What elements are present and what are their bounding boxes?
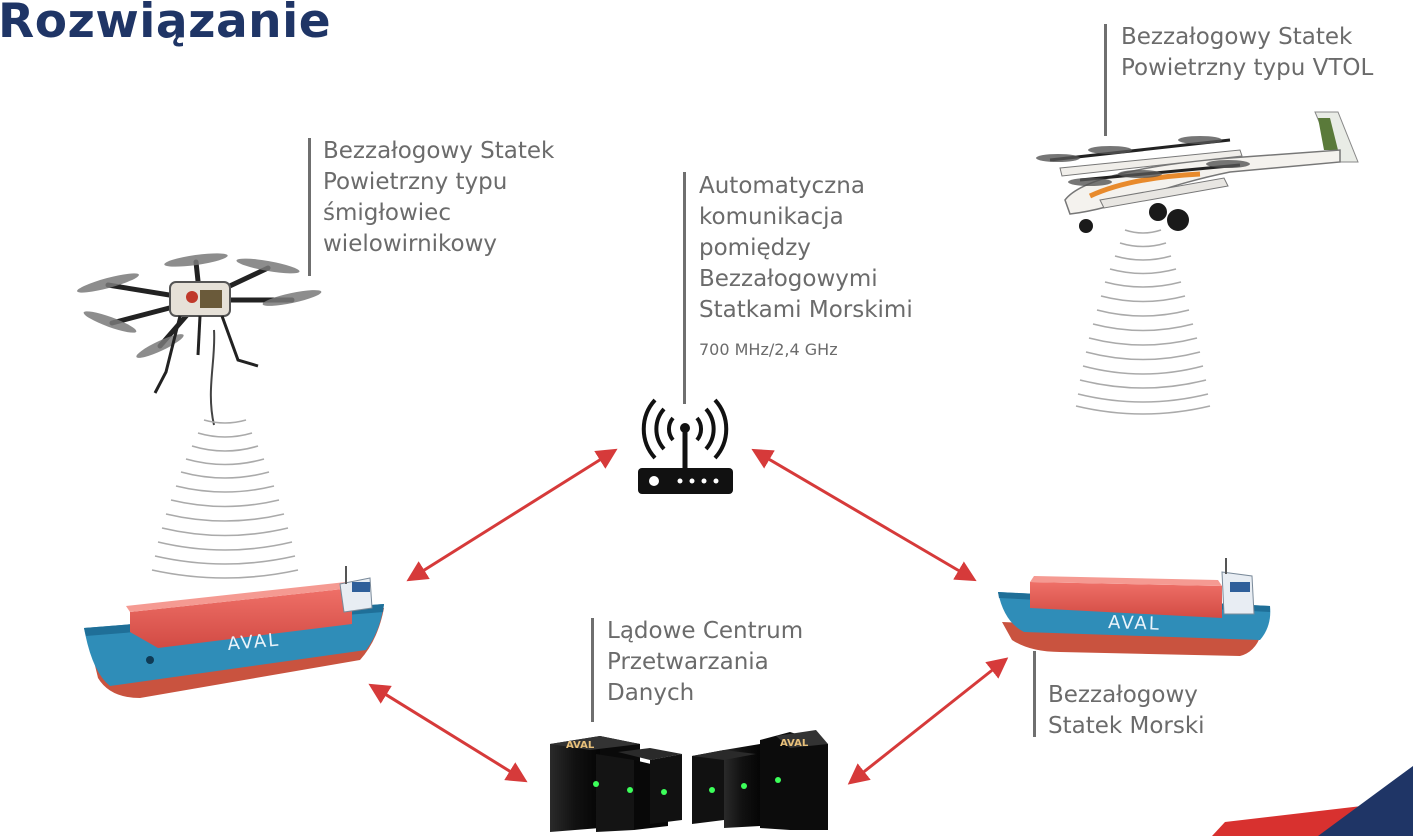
ship-hull-text: AVAL — [227, 629, 281, 655]
slide-title: Rozwiązanie — [0, 0, 332, 49]
label-line: Statkami Morskimi — [699, 297, 913, 323]
arrow-ship-left-server — [368, 683, 528, 783]
label-line: Lądowe Centrum — [607, 618, 804, 644]
label-communication: Automatyczna komunikacja pomiędzy Bezzał… — [699, 171, 913, 326]
frequency-label: 700 MHz/2,4 GHz — [699, 340, 838, 359]
label-bar-ship — [1033, 651, 1036, 737]
label-line: Bezzałogowymi — [699, 266, 878, 292]
sonar-waves-vtol — [1075, 229, 1211, 415]
cargo-ship-icon-left: AVAL — [84, 566, 384, 698]
label-multirotor: Bezzałogowy Statek Powietrzny typu śmigł… — [323, 136, 554, 260]
label-datacenter: Lądowe Centrum Przetwarzania Danych — [607, 616, 803, 709]
arrow-router-ship-left — [406, 448, 618, 582]
arrow-router-ship-right — [751, 448, 977, 582]
label-ship: Bezzałogowy Statek Morski — [1048, 680, 1205, 742]
cargo-ship-icon-right: AVAL — [998, 558, 1271, 656]
corner-decoration — [1212, 766, 1413, 836]
router-icon — [638, 398, 733, 494]
label-bar-comm — [683, 172, 686, 404]
server-logo-text: AVAL — [780, 738, 809, 749]
label-bar-vtol — [1104, 24, 1107, 136]
label-line: Bezzałogowy Statek — [323, 138, 555, 164]
label-line: śmigłowiec — [323, 200, 451, 226]
label-line: Bezzałogowy — [1048, 682, 1198, 708]
label-line: pomiędzy — [699, 235, 811, 261]
label-line: wielowirnikowy — [323, 231, 498, 257]
arrow-server-ship-right — [847, 657, 1009, 785]
label-bar-multirotor — [308, 138, 311, 276]
sonar-waves-multirotor — [151, 419, 299, 579]
vtol-drone-icon — [1036, 111, 1359, 233]
label-line: Powietrzny typu — [323, 169, 508, 195]
label-line: Przetwarzania — [607, 649, 769, 675]
multirotor-drone-icon — [77, 253, 322, 426]
server-rack-icon-right: AVAL — [692, 730, 828, 830]
label-line: Bezzałogowy Statek — [1121, 24, 1353, 50]
label-line: Danych — [607, 680, 695, 706]
label-line: komunikacja — [699, 204, 844, 230]
link-arrows — [368, 448, 1009, 785]
label-vtol: Bezzałogowy Statek Powietrzny typu VTOL — [1121, 22, 1373, 84]
label-line: Automatyczna — [699, 173, 865, 199]
label-bar-datacenter — [591, 618, 594, 722]
label-line: Statek Morski — [1048, 713, 1205, 739]
server-logo-text: AVAL — [566, 740, 595, 751]
server-rack-icon-left: AVAL — [550, 736, 682, 832]
ship-hull-text: AVAL — [1108, 612, 1161, 635]
label-line: Powietrzny typu VTOL — [1121, 55, 1374, 81]
